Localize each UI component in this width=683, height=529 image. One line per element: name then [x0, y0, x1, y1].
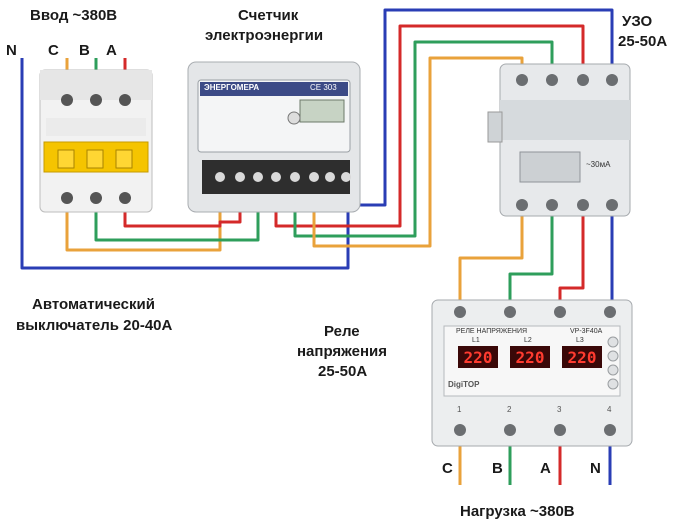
- meter-model: CE 303: [310, 83, 337, 92]
- relay-display-l3: 220: [567, 348, 597, 367]
- output-phase-b: B: [492, 460, 503, 477]
- breaker-to-meter-a: [123, 185, 242, 228]
- relay-display-l2: 220: [515, 348, 545, 367]
- relay-label-line2: напряжения: [297, 343, 387, 360]
- circuit-breaker: [39, 69, 153, 213]
- input-wire-n: [20, 58, 350, 270]
- meter-label-line2: электроэнергии: [205, 27, 324, 44]
- breaker-to-meter-c: [65, 185, 222, 252]
- meter-brand: ЭНЕРГОМЕРА: [204, 83, 260, 92]
- relay-brand: DigiTOP: [448, 380, 480, 389]
- electricity-meter: [187, 61, 361, 213]
- meter-to-rcd-c: [312, 56, 524, 248]
- relay-label-line3: 25-50А: [318, 363, 368, 380]
- relay-model: VP-3F40A: [570, 328, 603, 335]
- rcd-to-relay-a: [558, 212, 585, 312]
- load-label: Нагрузка ~380В: [460, 503, 575, 520]
- input-phase-a: A: [106, 42, 117, 59]
- relay-terminal-2: 2: [507, 405, 512, 414]
- rcd-device: [487, 63, 631, 217]
- input-phase-n: N: [6, 42, 17, 59]
- relay-channel-l2: L2: [524, 337, 532, 344]
- rcd-rating: ~30мA: [586, 160, 611, 169]
- relay-channel-l1: L1: [472, 337, 480, 344]
- rcd-label-line2: 25-50А: [618, 33, 668, 50]
- rcd-label-line1: УЗО: [622, 13, 653, 30]
- input-phase-c: C: [48, 42, 59, 59]
- output-phase-a: A: [540, 460, 551, 477]
- input-label: Ввод ~380В: [30, 7, 118, 24]
- meter-label-line1: Счетчик: [238, 7, 299, 24]
- relay-display-l1: 220: [463, 348, 493, 367]
- input-phase-b: B: [79, 42, 90, 59]
- rcd-to-relay-b: [508, 212, 554, 312]
- relay-channel-l3: L3: [576, 337, 584, 344]
- relay-terminal-3: 3: [557, 405, 562, 414]
- meter-to-rcd-a: [274, 24, 585, 228]
- output-phase-c: C: [442, 460, 453, 477]
- relay-label-line1: Реле: [324, 323, 360, 340]
- output-phase-n: N: [590, 460, 601, 477]
- rcd-to-relay-c: [458, 212, 524, 312]
- relay-terminal-4: 4: [607, 405, 612, 414]
- voltage-relay: [431, 299, 633, 447]
- breaker-label-line2: выключатель 20-40А: [16, 317, 173, 334]
- relay-terminal-1: 1: [457, 405, 462, 414]
- relay-title: РЕЛЕ НАПРЯЖЕНИЯ: [456, 328, 528, 335]
- breaker-label-line1: Автоматический: [32, 296, 155, 313]
- meter-to-rcd-b: [293, 40, 554, 238]
